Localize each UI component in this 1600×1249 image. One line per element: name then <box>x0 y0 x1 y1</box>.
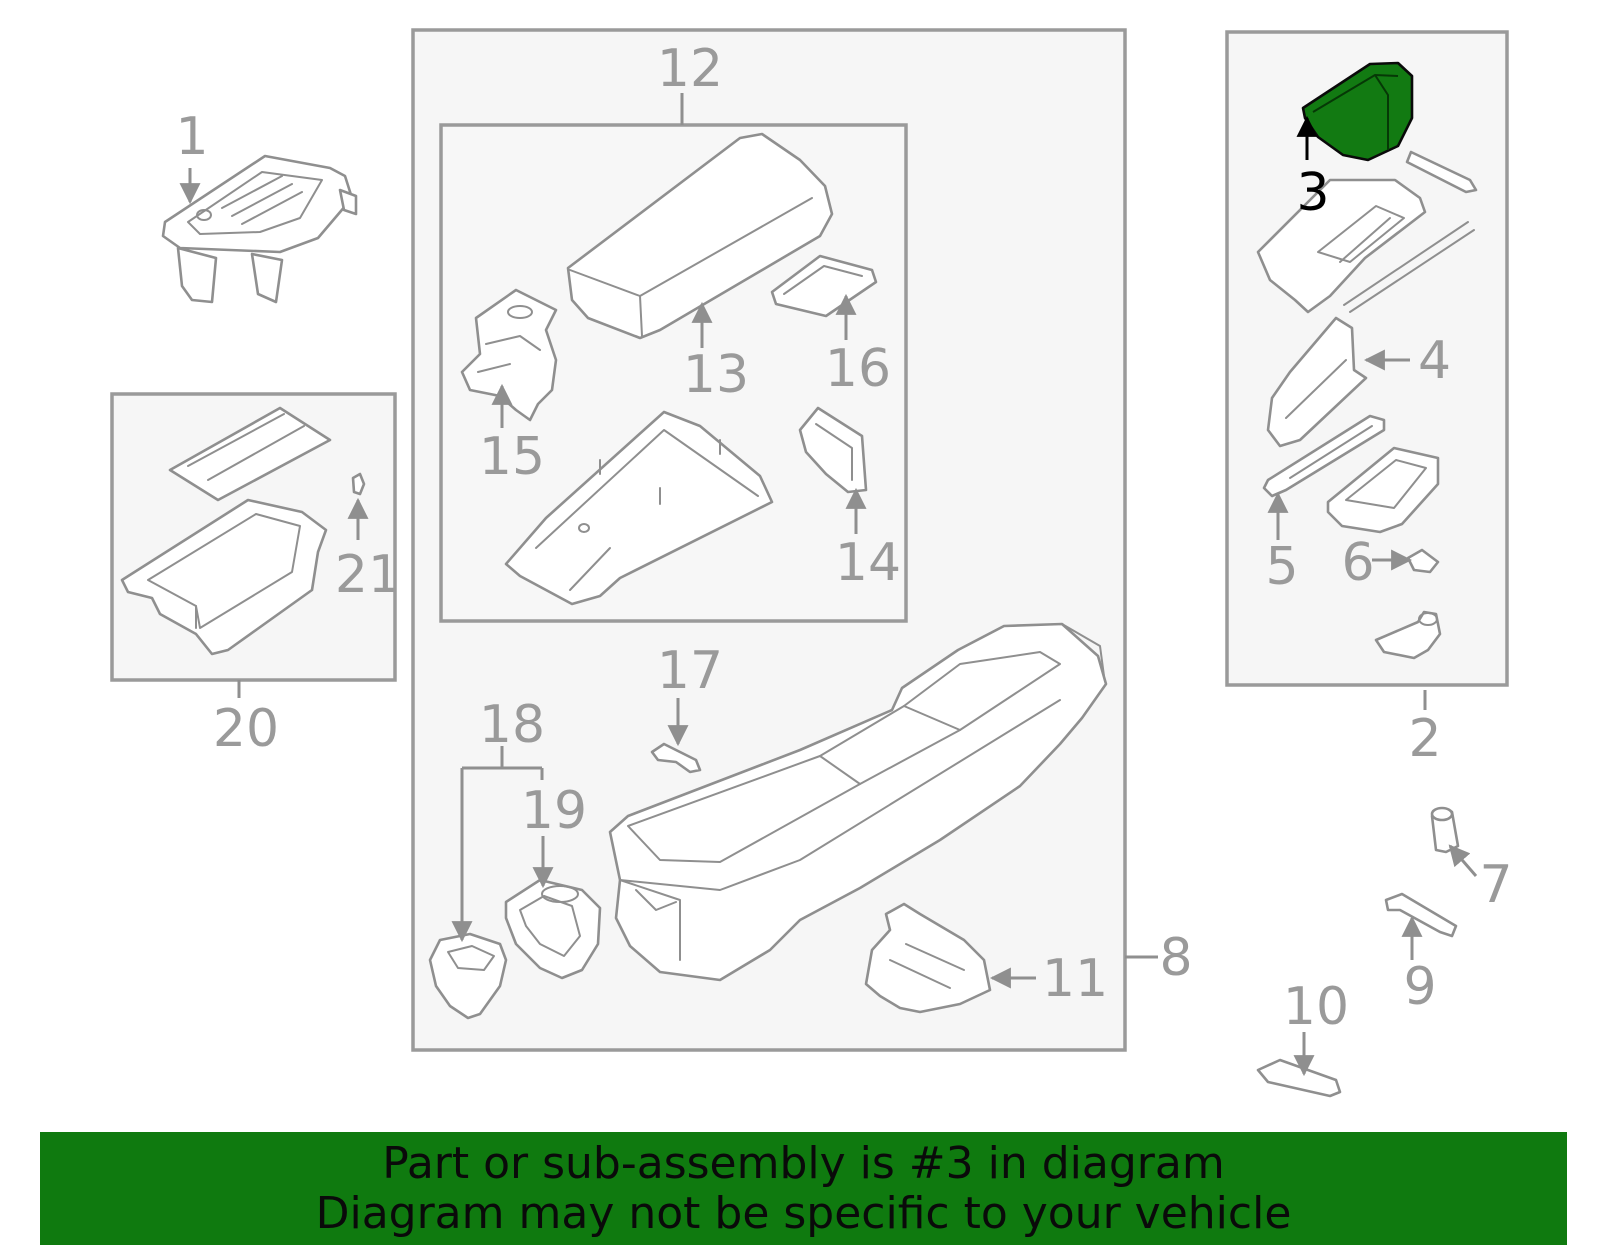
callout-19: 19 <box>521 781 587 841</box>
part-6[interactable] <box>1326 446 1442 660</box>
callout-8: 8 <box>1159 928 1192 988</box>
callout-12: 12 <box>657 39 723 99</box>
callout-18: 18 <box>479 695 545 755</box>
part-10[interactable] <box>1256 1058 1342 1098</box>
banner-line-2: Diagram may not be specific to your vehi… <box>315 1187 1292 1239</box>
console-housing[interactable] <box>504 410 774 606</box>
callout-5: 5 <box>1265 537 1298 597</box>
part-16[interactable] <box>770 254 878 318</box>
part-15[interactable] <box>460 288 558 422</box>
leader-18-bracket <box>462 746 544 780</box>
leader-7 <box>1448 844 1478 877</box>
callout-7: 7 <box>1479 855 1512 915</box>
callout-15: 15 <box>479 427 545 487</box>
callout-2: 2 <box>1408 709 1441 769</box>
part-8-center-console[interactable] <box>608 622 1108 982</box>
callout-21: 21 <box>335 545 401 605</box>
callout-14: 14 <box>835 533 901 593</box>
part-20-storage-bin[interactable] <box>120 406 332 656</box>
part-17[interactable] <box>650 742 702 774</box>
part-19[interactable] <box>504 878 602 980</box>
part-11[interactable] <box>864 902 992 1014</box>
part-9[interactable] <box>1384 892 1458 938</box>
part-21-clip[interactable] <box>351 472 366 496</box>
callout-6: 6 <box>1341 533 1374 593</box>
callout-9: 9 <box>1403 957 1436 1017</box>
callout-11: 11 <box>1042 949 1108 1009</box>
callout-13: 13 <box>683 345 749 405</box>
callout-10: 10 <box>1283 977 1349 1037</box>
callout-4: 4 <box>1418 331 1451 391</box>
part-4[interactable] <box>1266 316 1368 448</box>
banner-line-1: Part or sub-assembly is #3 in diagram <box>382 1137 1225 1189</box>
part-1-shifter-bezel[interactable] <box>161 154 358 304</box>
part-5[interactable] <box>1262 414 1386 498</box>
callout-1: 1 <box>175 107 208 167</box>
callout-16: 16 <box>825 339 891 399</box>
part-2-assembly-contents[interactable] <box>1256 150 1478 314</box>
callout-17: 17 <box>657 641 723 701</box>
callout-20: 20 <box>213 699 279 759</box>
part-7[interactable] <box>1430 806 1460 854</box>
info-banner: Part or sub-assembly is #3 in diagram Di… <box>40 1132 1567 1245</box>
callout-3: 3 <box>1296 163 1329 223</box>
part-13-armrest-lid[interactable] <box>566 132 834 340</box>
